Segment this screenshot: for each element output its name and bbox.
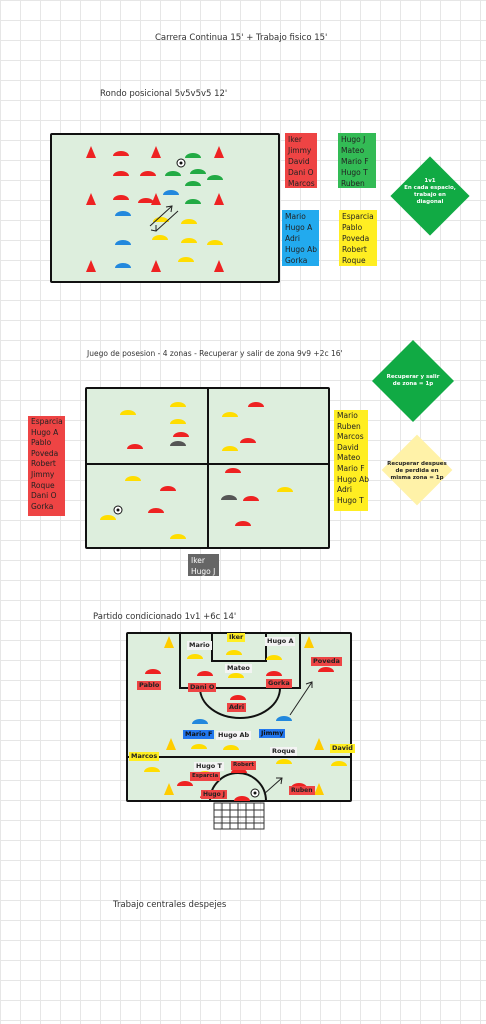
partido-label-hugo-a: Hugo A	[265, 637, 296, 646]
partido-label-esparcia: Esparcia	[190, 772, 221, 781]
rondo-players-blue	[115, 190, 179, 268]
partido-label-david: David	[330, 744, 355, 753]
partido-label-poveda: Poveda	[311, 657, 342, 666]
partido-goal	[213, 802, 265, 830]
partido-cones	[164, 636, 324, 795]
partido-label-adri: Adri	[227, 703, 247, 712]
rondo-ball-icon	[176, 158, 186, 168]
partido-label-hugo-j: Hugo J	[201, 790, 228, 799]
rondo-players-red	[113, 151, 156, 203]
posesion-players-grey	[170, 441, 237, 500]
title-partido: Partido condicionado 1v1 +6c 14'	[93, 612, 237, 622]
posesion-players-yellow	[100, 402, 293, 539]
partido-players-blue	[192, 716, 292, 724]
rondo-arrows	[149, 205, 179, 232]
partido-label-hugo-t: Hugo T	[194, 762, 224, 771]
title-centrales: Trabajo centrales despejes	[113, 900, 227, 910]
rondo-cones	[86, 146, 224, 272]
title-carrera: Carrera Continua 15' + Trabajo fisico 15…	[155, 33, 328, 43]
partido-arrows	[263, 681, 313, 795]
partido-label-iker: Iker	[227, 633, 246, 642]
partido-label-roque: Roque	[270, 747, 298, 756]
partido-label-marcos: Marcos	[129, 752, 160, 761]
partido-label-pablo: Pablo	[137, 681, 162, 690]
partido-label-mateo: Mateo	[225, 664, 252, 673]
posesion-ball-icon	[113, 505, 123, 515]
partido-label-ruben: Ruben	[289, 786, 315, 795]
posesion-players-red	[127, 402, 264, 526]
partido-label-robert: Robert	[231, 761, 257, 770]
title-rondo: Rondo posicional 5v5v5v5 12'	[100, 89, 228, 99]
rondo-players-green	[165, 153, 223, 204]
partido-ball-icon	[250, 788, 260, 798]
partido-label-dani-o: Dani O	[188, 683, 217, 692]
partido-label-jimmy: Jimmy	[259, 729, 286, 738]
partido-label-mario-f: Mario F	[183, 730, 215, 739]
title-posesion: Juego de posesion - 4 zonas - Recuperar …	[87, 349, 343, 358]
partido-label-mario: Mario	[187, 641, 212, 650]
rondo-players-yellow	[152, 217, 223, 262]
partido-label-hugo-ab: Hugo Ab	[216, 731, 252, 740]
partido-label-gorka: Gorka	[266, 679, 292, 688]
